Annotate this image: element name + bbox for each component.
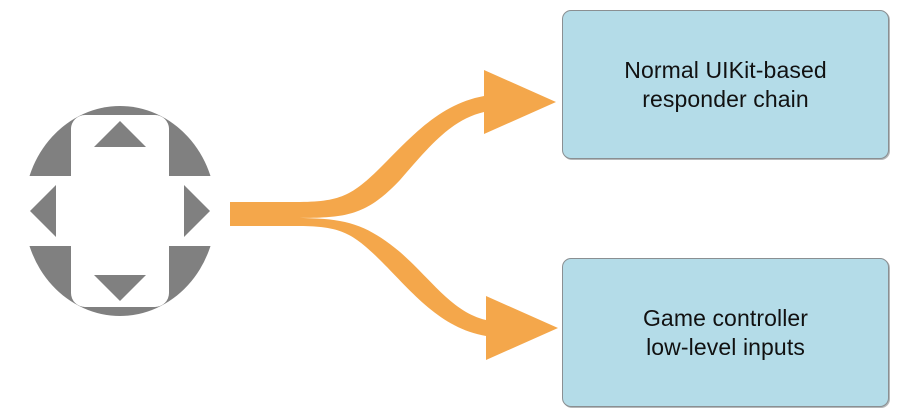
arrow-to-game-controller bbox=[230, 218, 558, 360]
node-responder-chain[interactable]: Normal UIKit-based responder chain bbox=[562, 10, 889, 159]
dpad-left-arrow-icon[interactable] bbox=[30, 185, 56, 237]
dpad-cross-plate bbox=[10, 115, 230, 307]
dpad-icon[interactable] bbox=[10, 106, 230, 316]
node-responder-chain-label: Normal UIKit-based responder chain bbox=[624, 56, 827, 112]
dpad-up-arrow-icon[interactable] bbox=[94, 121, 146, 147]
arrow-to-responder-chain bbox=[230, 70, 556, 218]
dpad-down-arrow-icon[interactable] bbox=[94, 275, 146, 301]
node-game-controller-label: Game controller low-level inputs bbox=[642, 304, 809, 360]
dpad-right-arrow-icon[interactable] bbox=[184, 185, 210, 237]
node-game-controller[interactable]: Game controller low-level inputs bbox=[562, 258, 889, 407]
